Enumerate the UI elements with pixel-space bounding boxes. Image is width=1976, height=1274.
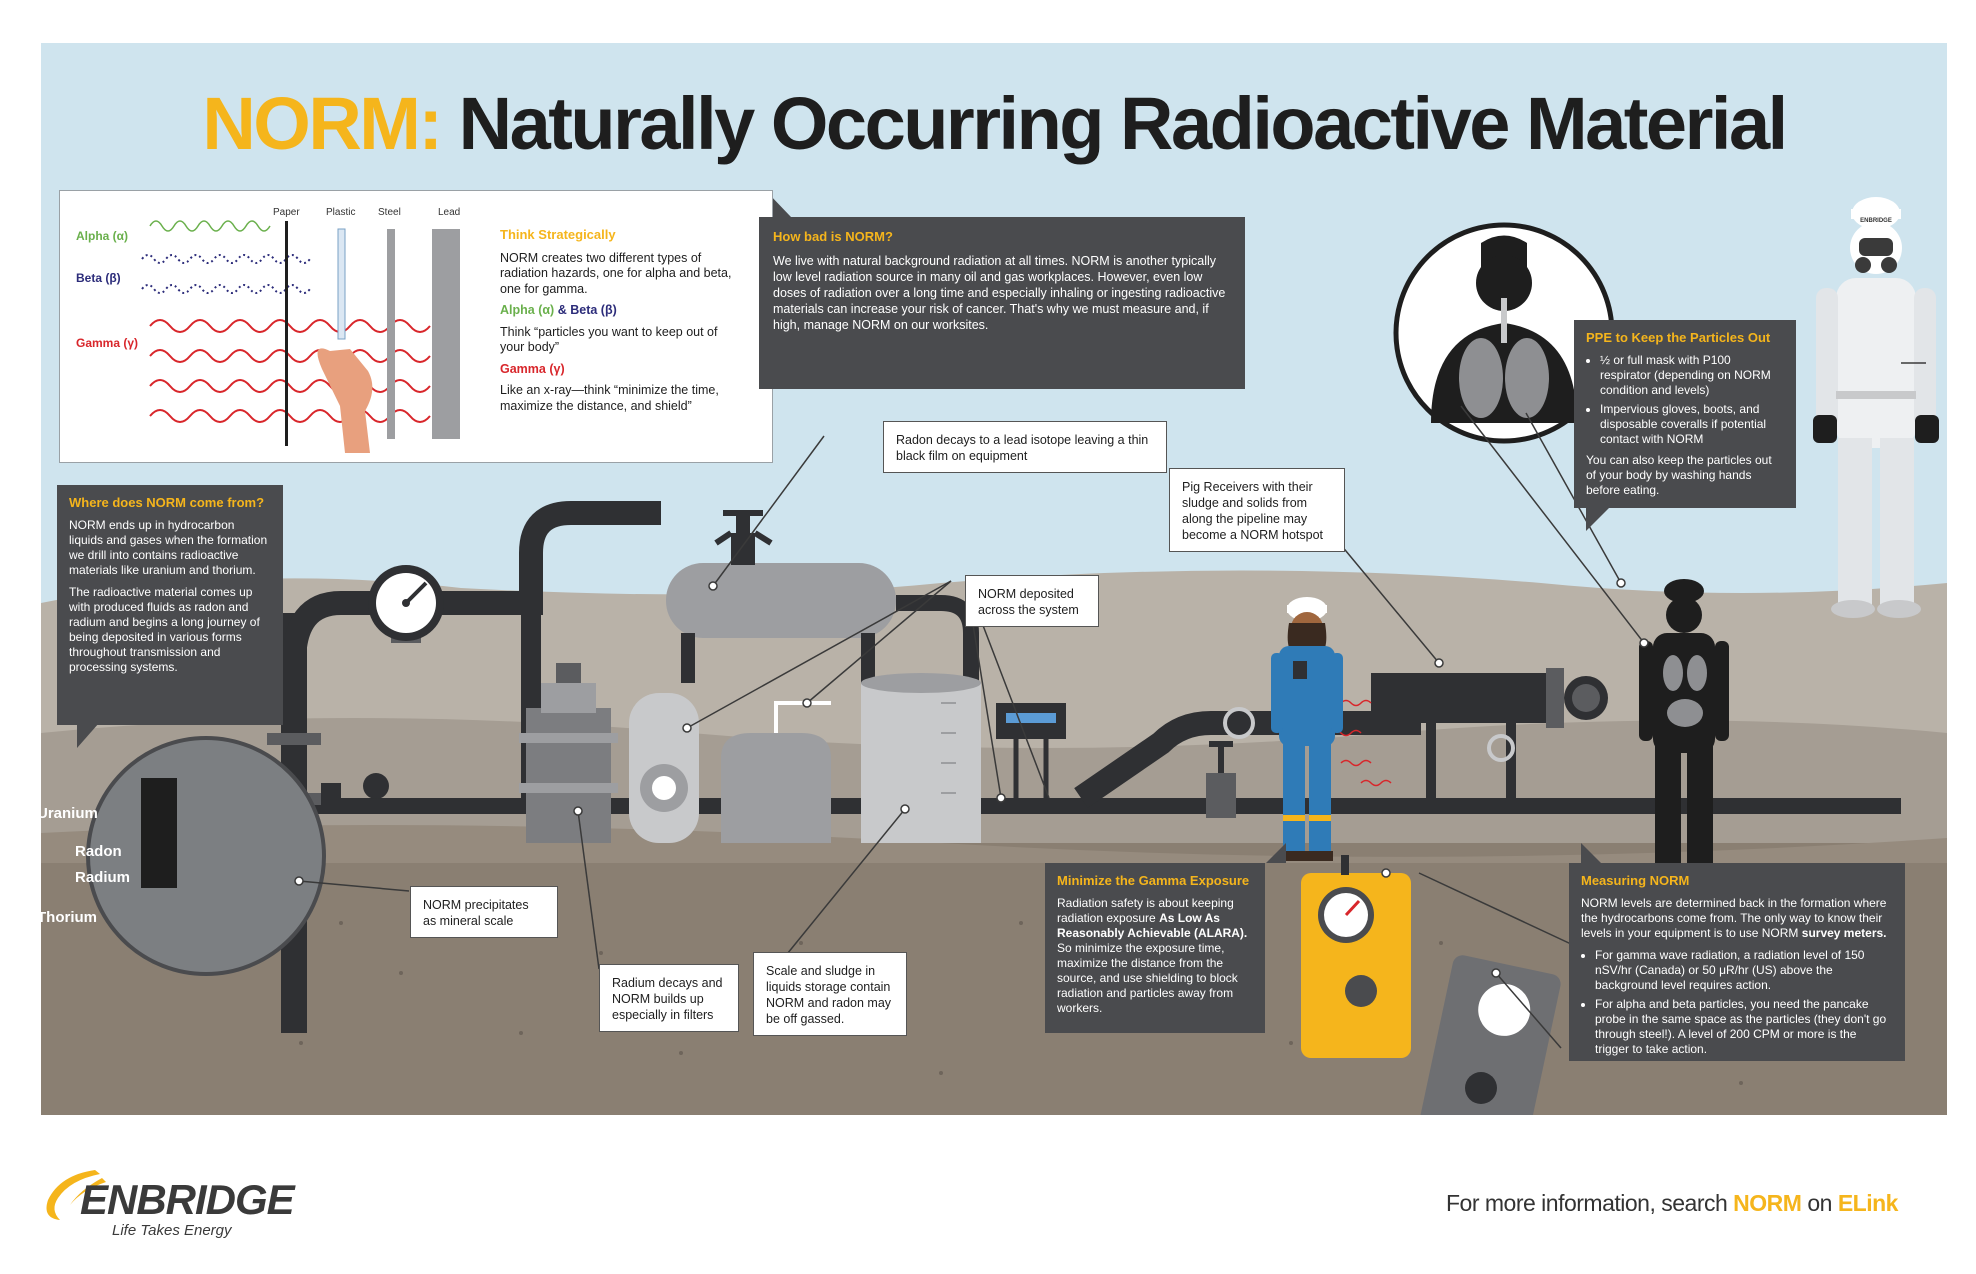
measuring-item: For gamma wave radiation, a radiation le… [1595,948,1893,993]
callout-scale-sludge: Scale and sludge in liquids storage cont… [753,952,907,1036]
worker-illustration [1271,597,1343,861]
element-circle-illustration [86,736,326,976]
ppe-tail: You can also keep the particles out of y… [1586,453,1772,497]
survey-meter-yellow [1301,855,1411,1058]
think-text: Think Strategically NORM creates two dif… [500,227,740,420]
callout-radon-decay: Radon decays to a lead isotope leaving a… [883,421,1167,473]
callout-deposited: NORM deposited across the system [965,575,1099,627]
gamma-min-body2: So minimize the exposure time, maximize … [1057,941,1238,1015]
material-steel: Steel [378,207,401,218]
think-p1: NORM creates two different types of radi… [500,250,732,296]
alpha-label: Alpha (α) [76,229,129,243]
ppe-list: ½ or full mask with P100 respirator (dep… [1586,353,1784,447]
gamma-min-body1: Radiation safety is about keeping radiat… [1057,896,1234,925]
uranium-label: Uranium [41,805,98,822]
think-p3: Like an x-ray—think “minimize the time, … [500,383,719,413]
silhouette-worker [1639,579,1729,873]
footer-info: For more information, search NORM on ELi… [1446,1190,1898,1217]
footer-elink-link[interactable]: ELink [1837,1190,1899,1216]
logo-name: ENBRIDGE [80,1176,295,1223]
logo-tagline: Life Takes Energy [112,1222,232,1239]
beta-label: Beta (β) [76,271,121,285]
gamma-min-alara: As Low As Reasonably Achievable (ALARA). [1057,911,1248,940]
where-p2: The radioactive material comes up with p… [69,585,260,674]
filter-vessel-1 [526,708,611,843]
ppe-panel: PPE to Keep the Particles Out ½ or full … [1574,320,1796,508]
ppe-heading: PPE to Keep the Particles Out [1586,330,1771,345]
ab-and: & [557,303,567,317]
footer-prefix: For more information, search [1446,1190,1728,1216]
callout-precipitates: NORM precipitates as mineral scale [410,886,558,938]
title-prefix: NORM: [202,82,443,165]
storage-tank [861,683,981,843]
helmet-text: ENBRIDGE [1860,218,1892,224]
filter-vessel-3 [721,733,831,843]
where-panel: Where does NORM come from? NORM ends up … [57,485,283,725]
gamma-head: Gamma (γ) [500,361,565,376]
thorium-label: Thorium [41,909,97,926]
measuring-list: For gamma wave radiation, a radiation le… [1581,948,1893,1057]
radium-label: Radium [75,869,131,886]
enbridge-logo: ENBRIDGE Life Takes Energy [40,1154,340,1254]
radiation-shielding-diagram [141,220,460,453]
enbridge-swoosh-icon [46,1170,106,1220]
think-p2: Think “particles you want to keep out of… [500,324,718,355]
footer-on: on [1807,1190,1832,1216]
how-bad-body: We live with natural background radiatio… [773,254,1226,332]
page-title: NORM: Naturally Occurring Radioactive Ma… [41,81,1947,166]
how-bad-panel: How bad is NORM? We live with natural ba… [759,217,1245,389]
material-plastic: Plastic [326,207,356,218]
survey-meter-grey [1420,955,1561,1115]
ppe-item: ½ or full mask with P100 respirator (dep… [1600,353,1784,398]
think-strategically-panel: Alpha (α) Beta (β) Gamma (γ) Paper Plast… [59,190,773,463]
minimize-gamma-panel: Minimize the Gamma Exposure Radiation sa… [1045,863,1265,1033]
hazmat-suit-person [1813,197,1939,618]
ab-alpha: Alpha (α) [500,303,555,317]
tank-body [666,563,896,638]
helmet-logo: ENBRIDGE [1860,218,1892,224]
measuring-panel: Measuring NORM NORM levels are determine… [1569,863,1905,1061]
measuring-intro-bold: survey meters. [1801,926,1887,940]
measuring-item: For alpha and beta particles, you need t… [1595,997,1893,1057]
how-bad-heading: How bad is NORM? [773,229,893,244]
ab-beta: Beta (β) [570,303,617,317]
gamma-label: Gamma (γ) [76,336,139,350]
measuring-intro: NORM levels are determined back in the f… [1581,896,1887,940]
lungs-circle-illustration [1393,222,1615,444]
title-rest: Naturally Occurring Radioactive Material [458,82,1789,165]
poster: NORM: Naturally Occurring Radioactive Ma… [41,43,1947,1115]
material-lead: Lead [438,207,461,218]
callout-pig-receivers: Pig Receivers with their sludge and soli… [1169,468,1345,552]
gamma-min-heading: Minimize the Gamma Exposure [1057,873,1250,888]
radon-label: Radon [75,843,122,860]
footer-norm: NORM [1733,1190,1802,1216]
material-paper: Paper [273,207,300,218]
where-heading: Where does NORM come from? [69,495,265,510]
think-heading: Think Strategically [500,227,616,242]
where-p1: NORM ends up in hydrocarbon liquids and … [69,518,268,577]
callout-radium-filters: Radium decays and NORM builds up especia… [599,964,739,1032]
silhouette-organs [1663,655,1707,727]
pig-receiver [1371,673,1551,723]
ppe-item: Impervious gloves, boots, and disposable… [1600,402,1784,447]
ground-top [41,825,1947,863]
measuring-heading: Measuring NORM [1581,873,1690,888]
